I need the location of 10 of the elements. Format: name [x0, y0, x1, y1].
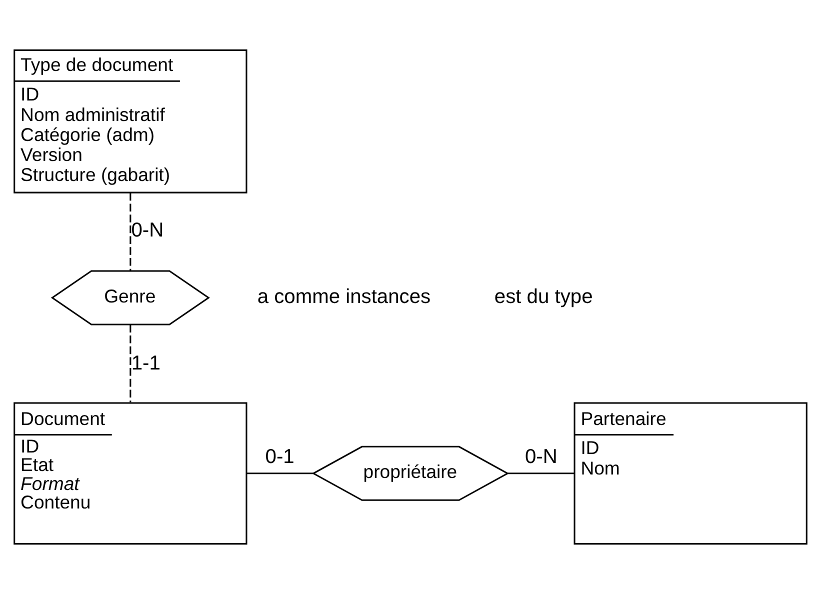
- label: a comme instances: [257, 286, 431, 308]
- edge-label: 0-N: [524, 446, 558, 468]
- connector: [246, 472, 314, 474]
- connector: [130, 324, 132, 402]
- connector: [508, 472, 574, 474]
- edge-label: 0-N: [131, 218, 164, 241]
- edge-label: 0-1: [265, 446, 294, 468]
- connector: [130, 192, 132, 270]
- edge-label: 1-1: [131, 352, 160, 374]
- label: est du type: [494, 286, 593, 308]
